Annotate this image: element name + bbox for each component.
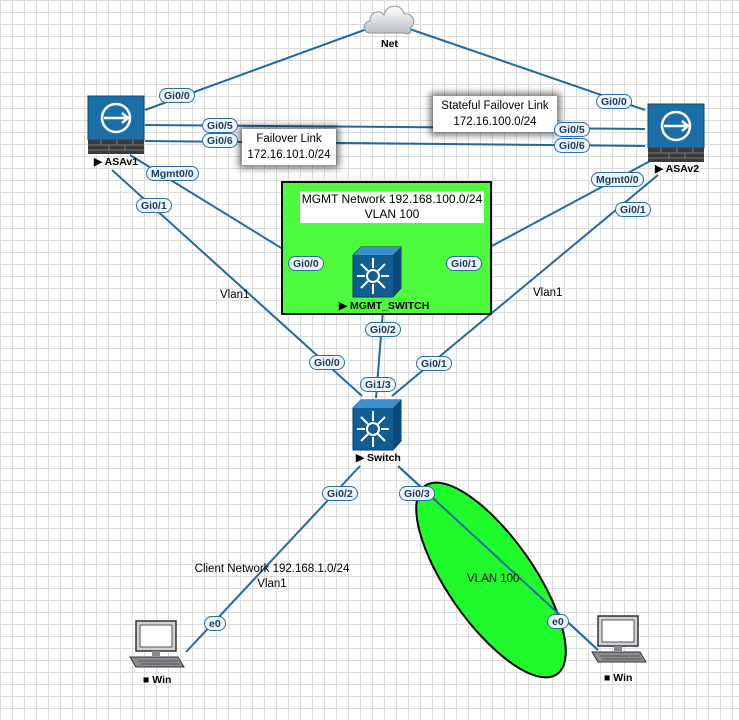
switch-label: ▶ Switch: [356, 452, 401, 464]
net-label: Net: [381, 38, 398, 50]
port-win-right-e0: e0: [547, 614, 569, 629]
vlan1-right-label: Vlan1: [533, 287, 563, 299]
port-switch-gi03: Gi0/3: [399, 486, 435, 501]
win-right-pc-icon[interactable]: [590, 614, 648, 666]
win-left-name: Win: [152, 674, 172, 686]
mgmt-network-vlan: VLAN 100: [364, 207, 420, 221]
stateful-failover-link-note: Stateful Failover Link 172.16.100.0/24: [433, 96, 557, 132]
client-network-vlan: Vlan1: [257, 578, 287, 590]
port-asav2-gi06: Gi0/6: [554, 138, 590, 153]
asav2-name: ASAv2: [665, 163, 700, 175]
win-right-label: ■ Win: [604, 672, 633, 684]
switch-name: Switch: [367, 452, 401, 464]
port-asav1-gi06: Gi0/6: [202, 133, 238, 148]
mgmt-switch-icon[interactable]: [352, 246, 402, 298]
cloud-icon[interactable]: [360, 0, 418, 36]
asav1-firewall-icon[interactable]: [87, 95, 145, 155]
mgmt-switch-name: MGMT_SWITCH: [350, 300, 430, 312]
port-asav2-gi05: Gi0/5: [554, 122, 590, 137]
asav2-label: ▶ ASAv2: [655, 163, 700, 175]
mgmt-switch-label: ▶ MGMT_SWITCH: [339, 300, 430, 312]
vlan100-ellipse-label: VLAN 100: [467, 573, 520, 585]
vlan1-left-label: Vlan1: [220, 289, 250, 301]
asav2-firewall-icon[interactable]: [647, 103, 705, 163]
stateful-failover-title: Stateful Failover Link: [441, 100, 549, 112]
client-network-title: Client Network 192.168.1.0/24: [194, 563, 350, 575]
port-asav1-mgmt00: Mgmt0/0: [146, 166, 199, 181]
mgmt-network-label: MGMT Network 192.168.100.0/24 VLAN 100: [300, 191, 484, 223]
asav1-label: ▶ ASAv1: [94, 156, 139, 168]
port-asav2-gi01: Gi0/1: [615, 202, 651, 217]
win-right-name: Win: [613, 672, 633, 684]
port-asav2-gi00: Gi0/0: [596, 94, 632, 109]
port-asav1-gi00: Gi0/0: [159, 88, 195, 103]
stateful-failover-subnet: 172.16.100.0/24: [453, 116, 537, 128]
failover-link-title: Failover Link: [256, 133, 322, 145]
port-switch-gi01: Gi0/1: [416, 356, 452, 371]
port-asav1-gi05: Gi0/5: [202, 118, 238, 133]
port-switch-gi13: Gi1/3: [360, 377, 396, 392]
port-mgmtsw-gi01: Gi0/1: [446, 256, 482, 271]
failover-link-note: Failover Link 172.16.101.0/24: [242, 129, 336, 165]
win-left-label: ■ Win: [143, 674, 172, 686]
port-mgmtsw-gi00: Gi0/0: [288, 256, 324, 271]
client-network-label: Client Network 192.168.1.0/24 Vlan1: [186, 562, 358, 592]
port-win-left-e0: e0: [204, 616, 226, 631]
win-left-pc-icon[interactable]: [128, 619, 186, 671]
port-mgmtsw-gi02: Gi0/2: [365, 322, 401, 337]
port-switch-gi00: Gi0/0: [309, 355, 345, 370]
failover-link-subnet: 172.16.101.0/24: [247, 149, 331, 161]
asav1-name: ASAv1: [104, 156, 139, 168]
port-switch-gi02: Gi0/2: [322, 486, 358, 501]
port-asav2-mgmt00: Mgmt0/0: [591, 172, 644, 187]
switch-icon[interactable]: [352, 399, 402, 451]
mgmt-network-title: MGMT Network 192.168.100.0/24: [301, 192, 483, 206]
port-asav1-gi01: Gi0/1: [136, 198, 172, 213]
